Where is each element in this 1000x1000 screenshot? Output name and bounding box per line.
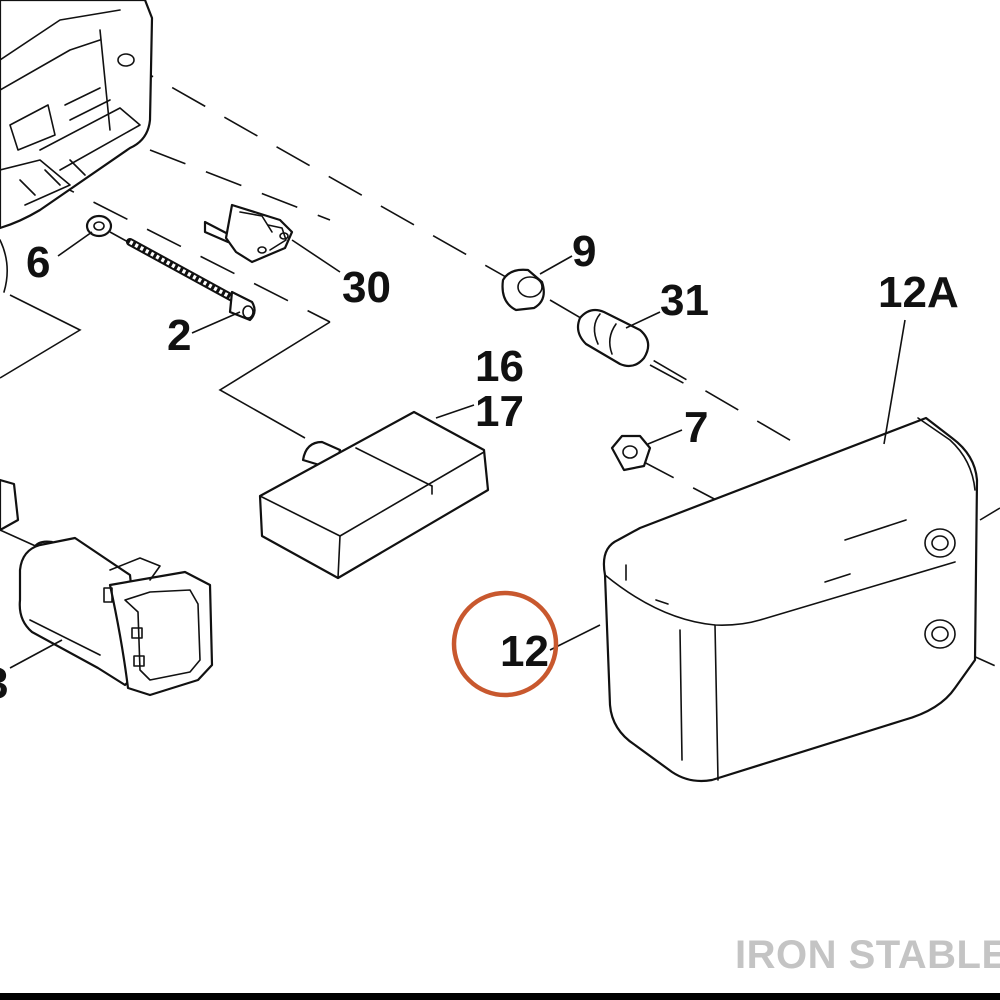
callout-6: 6 — [26, 238, 50, 287]
component-part-3 — [0, 478, 214, 697]
callout-31: 31 — [660, 276, 709, 325]
grommet-part-9 — [501, 268, 545, 312]
callout-2: 2 — [167, 311, 191, 360]
connector-lines — [0, 294, 331, 439]
callout-17: 17 — [475, 387, 524, 436]
callout-9: 9 — [572, 227, 596, 276]
nut-part-7 — [610, 434, 652, 472]
bottom-border-bar — [0, 993, 1000, 1000]
bulb-part-31 — [576, 308, 650, 368]
lamp-housing-part-12 — [602, 416, 1000, 783]
fuse-part-30 — [203, 203, 294, 264]
bracket-housing — [0, 0, 154, 293]
watermark-text: IRON STABLE — [735, 933, 1000, 977]
screw-part-2 — [126, 238, 256, 322]
highlight-ring — [451, 590, 559, 698]
callout-labels: 6 30 2 9 31 12A 16 17 7 12 3 — [0, 227, 959, 708]
callout-12a: 12A — [878, 268, 959, 317]
callout-30: 30 — [342, 263, 391, 312]
callout-16: 16 — [475, 342, 524, 391]
callout-3: 3 — [0, 659, 8, 708]
callout-leaders — [9, 231, 906, 669]
callout-7: 7 — [684, 403, 708, 452]
module-box-part-16-17 — [258, 410, 490, 580]
washer-part-6 — [85, 214, 113, 238]
callout-12: 12 — [500, 627, 549, 676]
